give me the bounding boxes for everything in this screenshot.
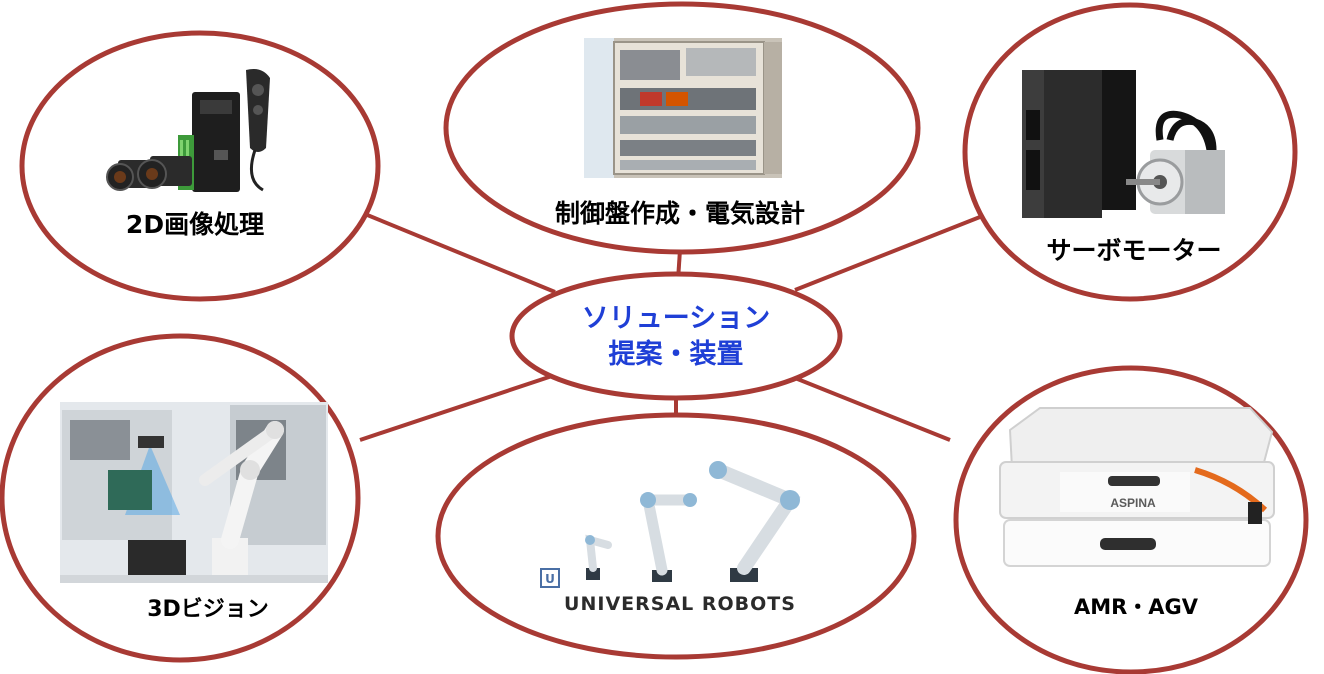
node-3d-vision-label: 3Dビジョン	[147, 597, 269, 622]
node-2d-vision-label: 2D画像処理	[126, 210, 264, 239]
svg-text:U: U	[545, 572, 555, 586]
control-panel-icon	[584, 38, 782, 178]
connector-2d	[359, 210, 556, 294]
robot-cell-icon	[60, 402, 328, 583]
servo-motor-icon	[1022, 70, 1225, 218]
center-title-line1: ソリューション	[582, 303, 770, 334]
node-amr-agv-label: AMR・AGV	[1074, 595, 1199, 619]
connector-servo	[794, 213, 986, 292]
node-control-panel-label: 制御盤作成・電気設計	[555, 199, 805, 228]
node-servo-label: サーボモーター	[1046, 236, 1221, 265]
node-center[interactable]: ソリューション 提案・装置	[509, 271, 843, 401]
amr-robot-icon	[999, 407, 1275, 567]
camera-controller-icon	[106, 69, 270, 192]
connector-3d	[359, 373, 556, 442]
node-3d-vision[interactable]: 3Dビジョン	[0, 333, 361, 663]
node-2d-vision[interactable]: 2D画像処理	[19, 30, 381, 302]
node-amr-agv[interactable]: ASPINA AMR・AGV	[953, 365, 1309, 674]
node-servo[interactable]: サーボモーター	[962, 2, 1298, 302]
amr-brand-text: ASPINA	[1110, 496, 1156, 510]
node-universal-robots-ellipse	[435, 412, 917, 660]
node-universal-robots[interactable]: U UNIVERSAL ROBOTS	[435, 412, 917, 660]
node-control-panel[interactable]: 制御盤作成・電気設計	[443, 1, 921, 255]
ur-logo-icon: U	[540, 568, 560, 588]
universal-robots-logo-text: UNIVERSAL ROBOTS	[564, 593, 796, 615]
connectors	[359, 210, 986, 442]
node-center-ellipse	[509, 271, 843, 401]
connector-amr	[794, 376, 951, 442]
center-title-line2: 提案・装置	[609, 338, 744, 370]
robot-arms-icon	[585, 461, 801, 582]
